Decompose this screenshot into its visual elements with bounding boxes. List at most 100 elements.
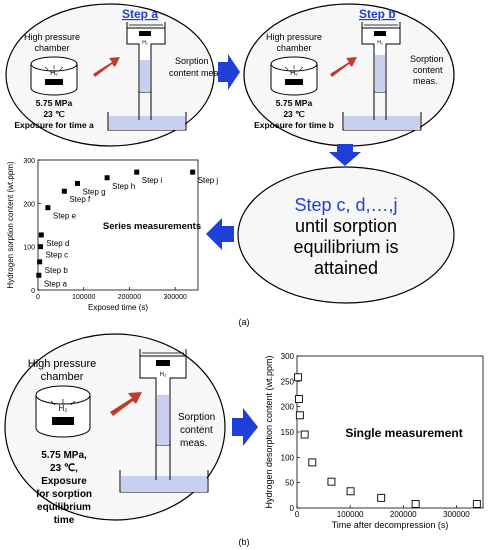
y-tick-label: 300 (23, 158, 35, 165)
data-point (411, 499, 420, 508)
point-label: Step e (53, 212, 77, 221)
y-tick-label: 200 (281, 403, 295, 412)
steps-bubble-line3: equilibrium is (293, 237, 398, 257)
step-a-pressure: 5.75 MPa (36, 98, 73, 108)
step-a-bubble: Step a High pressure chamber H₂ 5.75 MPa… (5, 3, 226, 147)
data-point (377, 493, 386, 502)
step-b-temp: 23 ℃ (283, 109, 305, 119)
point-label: Step g (82, 187, 105, 196)
steps-bubble-line4: attained (314, 258, 378, 278)
x-axis-label: Exposed time (s) (88, 303, 148, 312)
data-point (472, 499, 481, 508)
data-point (61, 188, 67, 194)
panel-b-exposure-1: Exposure (41, 476, 87, 487)
panel-b-exposure-3: equilibrium (37, 502, 91, 513)
pressure-chamber-icon: H₂ (30, 56, 78, 96)
data-point (346, 487, 355, 496)
data-point (74, 180, 80, 186)
blue-arrow-right-icon (218, 54, 240, 90)
step-b-bubble: Step b High pressure chamber H₂ 5.75 MPa… (243, 3, 455, 147)
x-tick-label: 0 (36, 294, 40, 301)
desorption-chart: 0 100000 200000 300000 0 50 100 150 200 250 300Tim… (264, 352, 484, 530)
red-arrow-icon (93, 57, 120, 77)
y-tick-label: 0 (290, 504, 295, 513)
pressure-chamber-icon: H₂ (35, 385, 91, 438)
step-b-meas-label-2: content (413, 65, 443, 75)
panel-b-label: (b) (239, 537, 250, 547)
panel-b-exposure-2: for sorption (36, 489, 92, 500)
x-tick-label: 200000 (118, 294, 141, 301)
x-tick-label: 300000 (443, 510, 470, 519)
step-a-exposure: Exposure for time a (14, 120, 94, 130)
panel-b-meas-label-2: content (180, 425, 213, 436)
panel-b-temp: 23 ℃, (50, 463, 78, 474)
data-point (36, 272, 42, 278)
data-point (104, 175, 110, 181)
x-tick-label: 200000 (390, 510, 417, 519)
data-point (38, 232, 44, 238)
point-label: Step b (45, 266, 69, 275)
x-tick-label: 0 (295, 510, 300, 519)
step-b-pressure: 5.75 MPa (276, 98, 313, 108)
data-point (37, 259, 43, 265)
point-label: Step j (198, 176, 219, 185)
panel-b-chamber-label-2: chamber (41, 371, 84, 383)
y-tick-label: 100 (23, 245, 35, 252)
y-tick-label: 250 (281, 377, 295, 386)
panel-b-meas-label-3: meas. (180, 438, 207, 449)
blue-arrow-left-icon (206, 218, 234, 250)
y-tick-label: 100 (281, 453, 295, 462)
data-point (294, 395, 303, 404)
data-point (300, 430, 309, 439)
x-tick-label: 100000 (337, 510, 364, 519)
svg-text:H₂: H₂ (377, 40, 383, 46)
point-label: Step c (45, 251, 68, 260)
data-point (294, 373, 302, 382)
y-tick-label: 300 (281, 352, 295, 361)
data-point (45, 205, 51, 211)
data-point (308, 458, 317, 467)
point-label: Step f (69, 195, 91, 204)
svg-text:H₂: H₂ (290, 70, 298, 77)
step-a-temp: 23 ℃ (43, 109, 65, 119)
plot-frame (37, 159, 199, 291)
y-tick-label: 200 (23, 201, 35, 208)
step-a-meas-label-2: content meas. (169, 68, 226, 78)
step-b-meas-label-3: meas. (413, 76, 438, 86)
steps-c-j-bubble: Step c, d,…,j until sorption equilibrium… (237, 166, 455, 304)
panel-b-exposure-4: time (54, 515, 75, 526)
y-tick-label: 150 (281, 428, 295, 437)
steps-bubble-line1: Step c, d,…,j (294, 195, 397, 215)
measurement-apparatus-icon: H₂ (342, 22, 422, 131)
y-tick-label: 0 (31, 288, 35, 295)
panel-b-meas-label: Sorption (178, 412, 215, 423)
x-tick-label: 100000 (72, 294, 95, 301)
data-point (190, 169, 196, 175)
panel-a-label: (a) (239, 317, 250, 327)
red-arrow-icon (330, 57, 357, 77)
steps-bubble-line2: until sorption (295, 216, 397, 236)
step-b-exposure: Exposure for time b (254, 120, 334, 130)
point-label: Step a (44, 279, 68, 288)
step-b-chamber-label: High pressure (266, 32, 322, 42)
blue-arrow-down-icon (329, 144, 361, 166)
step-a-chamber-label: High pressure (24, 32, 80, 42)
x-axis-label: Time after decompression (s) (332, 520, 449, 530)
y-tick-label: 50 (285, 479, 294, 488)
x-tick-label: 300000 (163, 294, 186, 301)
y-axis-label: Hydrogen desorption content (wt.ppm) (264, 355, 274, 508)
pressure-chamber-icon: H₂ (270, 56, 318, 96)
data-point (37, 244, 43, 250)
step-a-title: Step a (122, 7, 158, 21)
svg-text:H₂: H₂ (59, 404, 68, 413)
step-a-chamber-label-2: chamber (34, 43, 69, 53)
point-label: Step h (112, 182, 135, 191)
chart-annotation: Series measurements (103, 221, 201, 232)
y-axis-label: Hydrogen sorption content (wt.ppm) (6, 161, 15, 289)
data-point (327, 477, 336, 486)
step-a-meas-label: Sorption (175, 56, 209, 66)
red-arrow-icon (110, 392, 142, 416)
measurement-apparatus-icon: H₂ (119, 349, 209, 493)
measurement-apparatus-icon: H₂ (107, 22, 187, 131)
